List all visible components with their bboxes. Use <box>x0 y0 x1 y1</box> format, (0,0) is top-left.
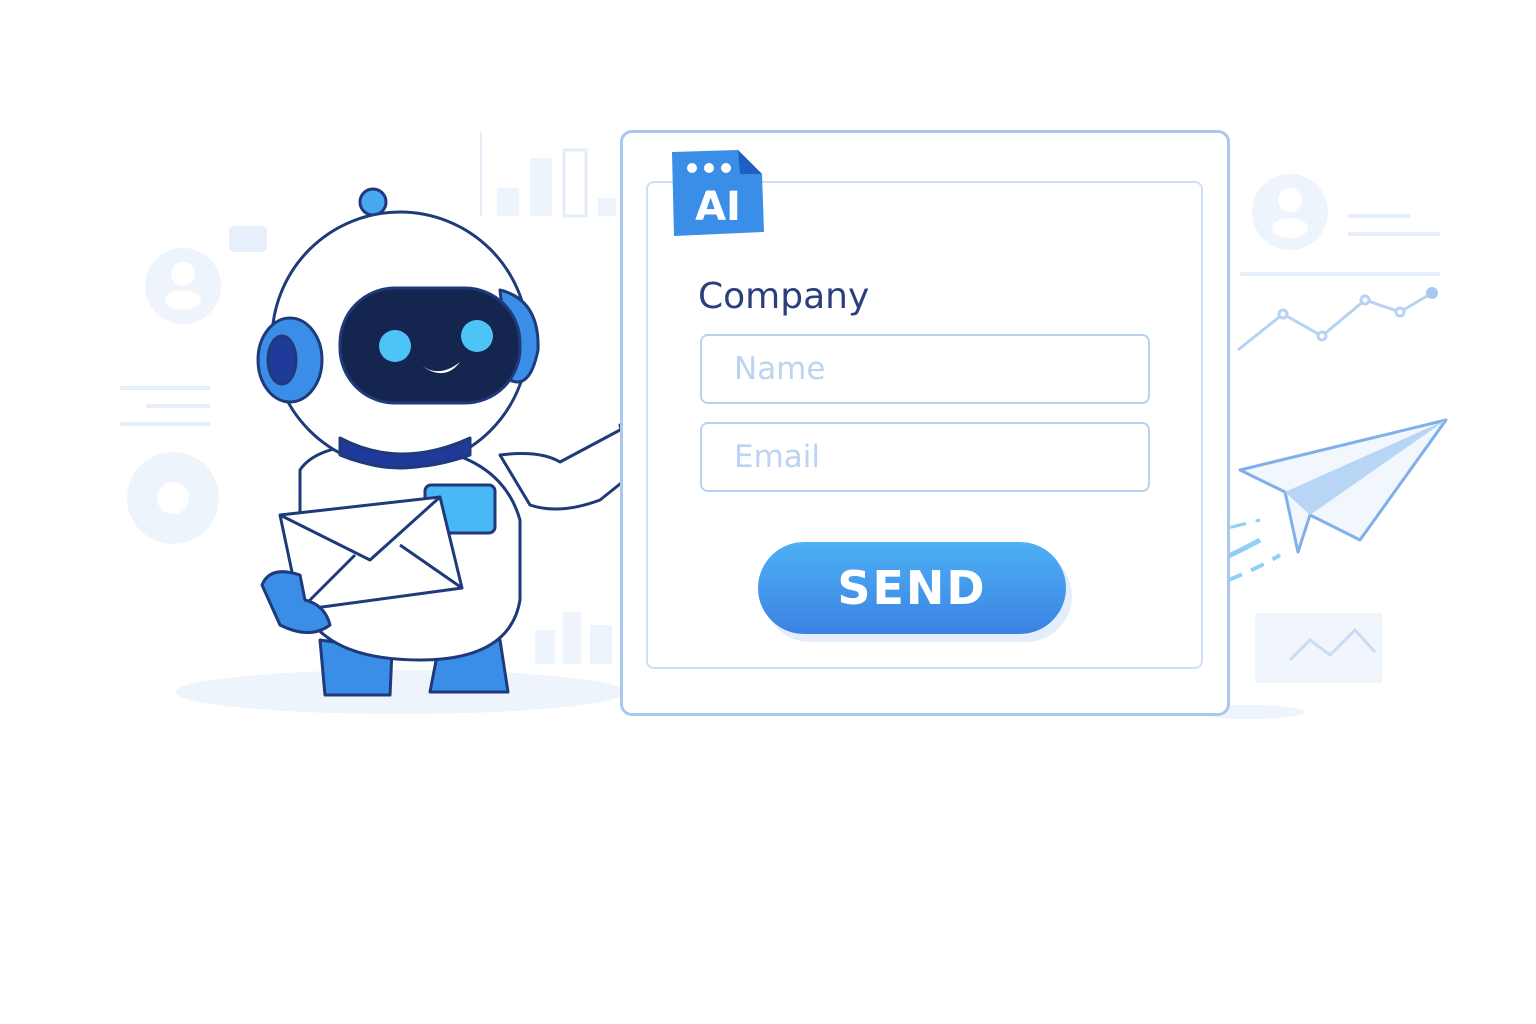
name-placeholder: Name <box>734 351 826 387</box>
email-input[interactable]: Email <box>700 422 1150 492</box>
chat-bubble-icon <box>229 226 267 252</box>
form-inner-panel <box>646 181 1203 669</box>
ground-shadow <box>175 670 625 714</box>
email-placeholder: Email <box>734 439 821 475</box>
send-button[interactable]: SEND <box>758 542 1066 634</box>
robot-mascot <box>256 187 677 697</box>
name-input[interactable]: Name <box>700 334 1150 404</box>
company-label: Company <box>698 276 870 317</box>
ai-document-icon: AI <box>672 150 764 236</box>
bar-chart-decoration <box>480 132 616 218</box>
line-chart-decoration <box>1237 291 1433 352</box>
svg-text:AI: AI <box>695 184 741 230</box>
